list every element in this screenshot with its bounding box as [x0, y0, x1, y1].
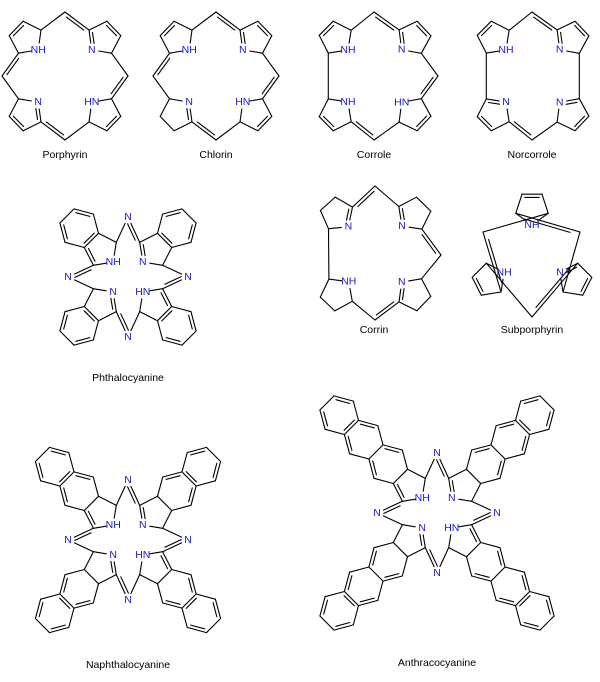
subporphyrin-n-3: N — [556, 266, 564, 278]
corrin-n-3: N — [398, 276, 406, 288]
corrole-n-4: NH — [340, 96, 355, 108]
corrole-n-1: NH — [340, 44, 355, 56]
norcorrole-n-3: N — [556, 96, 564, 108]
naphthalocyanine-n-1: NH — [106, 519, 121, 531]
subporphyrin-n-1: NH — [524, 219, 539, 231]
anthracocyanine-meso-n-3: N — [433, 567, 441, 579]
porphyrin-n-1: NH — [31, 44, 46, 56]
phthalocyanine-n-2: N — [139, 256, 147, 268]
naphthalocyanine-n-3: HN — [135, 549, 150, 561]
corrole-n-2: N — [398, 44, 406, 56]
anthracocyanine-n-1: NH — [415, 492, 430, 504]
naphthalocyanine-meso-n-1: N — [124, 474, 132, 486]
subporphyrin-n-2: NH — [497, 266, 512, 278]
phthalocyanine-meso-n-3: N — [124, 331, 132, 343]
anthracocyanine-n-2: N — [448, 492, 456, 504]
anthracocyanine-meso-n-2: N — [493, 507, 501, 519]
anthracocyanine-meso-n-4: N — [373, 507, 381, 519]
caption-corrole: Corrole — [357, 149, 392, 161]
caption-anthracocyanine: Anthracocyanine — [398, 657, 476, 669]
porphyrin-n-2: N — [88, 44, 96, 56]
phthalocyanine-meso-n-1: N — [124, 211, 132, 223]
caption-phthalocyanine: Phthalocyanine — [92, 372, 164, 384]
chlorin-n-2: N — [239, 44, 247, 56]
phthalocyanine-meso-n-4: N — [64, 271, 72, 283]
caption-corrin: Corrin — [360, 324, 389, 336]
phthalocyanine-n-4: N — [109, 286, 117, 298]
caption-norcorrole: Norcorrole — [507, 149, 556, 161]
chlorin-n-3: HN — [235, 96, 250, 108]
chlorin-n-1: NH — [182, 44, 197, 56]
caption-subporphyrin: Subporphyrin — [501, 324, 564, 336]
corrole-n-3: HN — [394, 96, 409, 108]
corrin-n-1: N — [345, 221, 353, 233]
naphthalocyanine-meso-n-3: N — [124, 594, 132, 606]
caption-porphyrin: Porphyrin — [43, 149, 88, 161]
porphyrin-n-4: N — [34, 96, 42, 108]
caption-chlorin: Chlorin — [199, 149, 232, 161]
phthalocyanine-n-3: HN — [135, 286, 150, 298]
norcorrole-n-2: N — [556, 44, 564, 56]
phthalocyanine-meso-n-2: N — [184, 271, 192, 283]
naphthalocyanine-meso-n-4: N — [64, 534, 72, 546]
phthalocyanine-n-1: NH — [106, 256, 121, 268]
chlorin-n-4: N — [185, 96, 193, 108]
corrin-n-4: NH — [341, 276, 356, 288]
naphthalocyanine-n-2: N — [139, 519, 147, 531]
anthracocyanine-n-3: HN — [444, 522, 459, 534]
naphthalocyanine-meso-n-2: N — [184, 534, 192, 546]
porphyrin-n-3: HN — [84, 96, 99, 108]
anthracocyanine-n-4: N — [418, 522, 426, 534]
norcorrole-n-1: NH — [498, 44, 513, 56]
naphthalocyanine-n-4: N — [109, 549, 117, 561]
bond-layer — [1, 11, 593, 634]
norcorrole-n-4: N — [502, 96, 510, 108]
anthracocyanine-meso-n-1: N — [433, 447, 441, 459]
corrin-n-2: N — [398, 220, 406, 232]
caption-naphthalocyanine: Naphthalocyanine — [86, 659, 170, 671]
